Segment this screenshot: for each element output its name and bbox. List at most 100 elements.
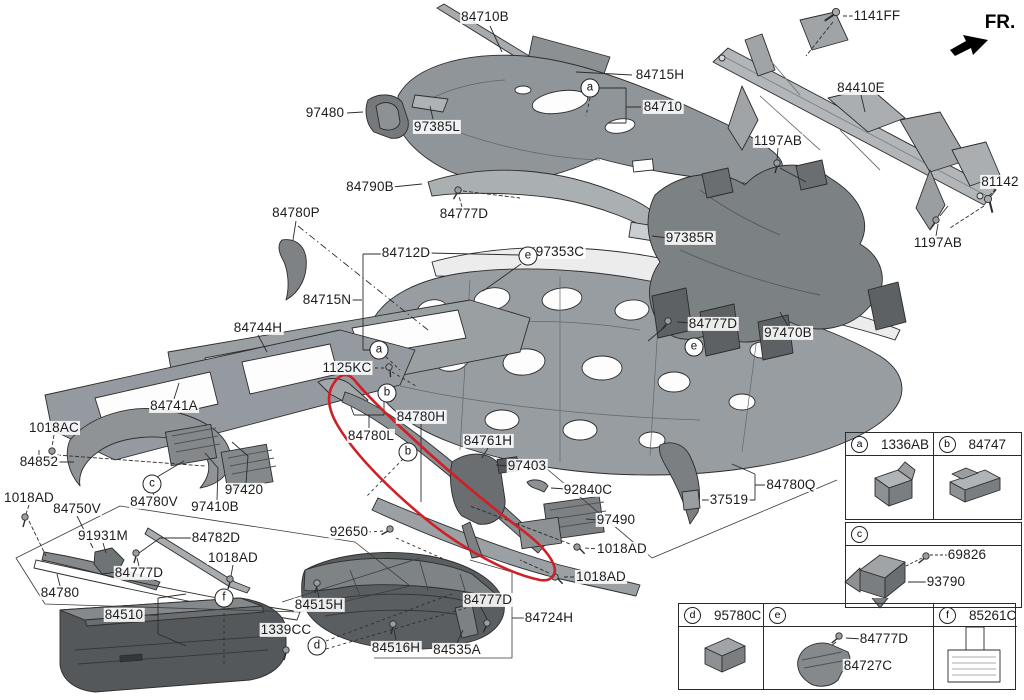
fr-indicator-label: FR. [984,12,1016,33]
part-84410E-beam [712,11,1001,231]
part-label-91931M: 91931M [77,527,129,544]
part-label-84724H: 84724H [523,609,575,626]
part-label-84777D: 84777D [462,591,514,608]
legend-part-number: 84747 [968,436,1007,452]
detail-marker-a: a [369,340,389,360]
part-label-84510: 84510 [103,606,145,623]
part-84780P [278,239,307,301]
part-label-84516H: 84516H [370,639,422,656]
legend-part-number: 85261C [969,607,1017,623]
part-84750V-strip [33,559,301,621]
legend-letter-c: c [851,525,868,543]
part-label-97385L: 97385L [412,118,462,135]
detail-marker-f: f [214,588,234,608]
fr-direction-arrow [950,35,988,56]
legend-cell-e: e [764,604,934,689]
legend-cell-f: f 85261C [934,604,1017,689]
part-label-84761H: 84761H [462,432,514,449]
part-label-92840C: 92840C [562,481,614,498]
detail-marker-b: b [398,442,418,462]
part-label-84744H: 84744H [232,319,284,336]
part-label-84780: 84780 [39,584,81,601]
part-label-97480: 97480 [304,104,346,121]
part-label-1018AD: 1018AD [207,549,259,566]
legend-table-c: c [845,522,1022,608]
legend-letter-e: e [769,606,786,624]
legend-thumb-95780C [704,637,746,673]
part-center-rail [371,497,641,597]
part-label-1018AC: 1018AC [28,419,80,436]
part-label-84777D: 84777D [687,315,739,332]
part-glovebox-housing [301,552,505,650]
part-84782D-rod [144,527,251,594]
part-label-93790: 93790 [925,573,967,590]
part-label-84710: 84710 [642,98,684,115]
part-label-84780L: 84780L [346,427,396,444]
part-label-84727C: 84727C [842,657,894,674]
leader-lines [25,15,997,667]
part-label-84782D: 84782D [190,529,242,546]
part-label-97410B: 97410B [190,498,240,515]
part-label-1018AD: 1018AD [3,489,55,506]
detail-marker-d: d [307,636,327,656]
part-97385L [411,94,449,113]
part-label-84777D: 84777D [858,630,910,647]
part-label-97385R: 97385R [664,229,716,246]
legend-letter-f: f [939,606,956,624]
legend-part-number: 95780C [714,607,762,623]
legend-letter-b: b [938,435,956,453]
part-label-97420: 97420 [223,481,265,498]
detail-marker-a: a [580,78,600,98]
part-label-84852: 84852 [18,453,60,470]
part-label-84535A: 84535A [432,641,482,658]
part-label-84780Q: 84780Q [765,476,817,493]
part-label-92650: 92650 [328,523,370,540]
legend-thumb-85261C [947,626,1001,683]
part-label-84790B: 84790B [345,178,395,195]
part-label-84780H: 84780H [395,408,447,425]
part-label-1197AB: 1197AB [912,234,964,251]
highlight-outline-red [327,373,557,582]
part-84510-glovebox [59,597,287,693]
legend-cell-b: b 84747 [933,433,1021,519]
legend-thumb-1336AB [874,461,916,507]
part-label-37519: 37519 [708,491,750,508]
part-label-69826: 69826 [946,546,988,563]
part-label-1018AD: 1018AD [596,540,648,557]
part-label-84515H: 84515H [293,596,345,613]
part-label-97470B: 97470B [763,324,813,341]
legend-letter-d: d [684,606,701,624]
part-label-84777D: 84777D [113,564,165,581]
part-label-84715H: 84715H [634,66,686,83]
part-label-84712D: 84712D [380,244,432,261]
part-label-97353C: 97353C [534,243,586,260]
part-label-84780V: 84780V [129,493,179,510]
part-label-1018AD: 1018AD [575,568,627,585]
part-label-84780P: 84780P [271,204,321,221]
part-label-1141FF: 1141FF [852,7,902,24]
part-label-81142: 81142 [980,173,1020,190]
legend-thumb-84747 [949,467,1001,503]
part-label-1125KC: 1125KC [321,359,373,376]
part-label-84410E: 84410E [836,79,886,96]
legend-part-number: 1336AB [881,436,930,452]
part-label-1197AB: 1197AB [752,132,804,149]
part-label-97403: 97403 [506,457,548,474]
legend-thumb-84727C [797,642,851,687]
detail-marker-b: b [377,383,397,403]
legend-thumb-93790 [844,554,906,609]
legend-cell-d: d 95780C [679,604,764,689]
part-label-84750V: 84750V [52,500,102,517]
legend-table-def: d 95780C e f 85261C [678,603,1017,690]
legend-cell-a: a 1336AB [846,433,934,519]
legend-letter-a: a [851,435,868,453]
part-label-84741A: 84741A [149,397,199,414]
detail-marker-e: e [518,246,538,266]
part-label-97490: 97490 [595,511,637,528]
part-label-1339CC: 1339CC [259,621,313,638]
part-label-84710B: 84710B [460,8,510,25]
part-label-84777D: 84777D [438,205,490,222]
part-label-84715N: 84715N [301,291,353,308]
legend-table-ab: a 1336AB b 84747 [845,432,1022,520]
